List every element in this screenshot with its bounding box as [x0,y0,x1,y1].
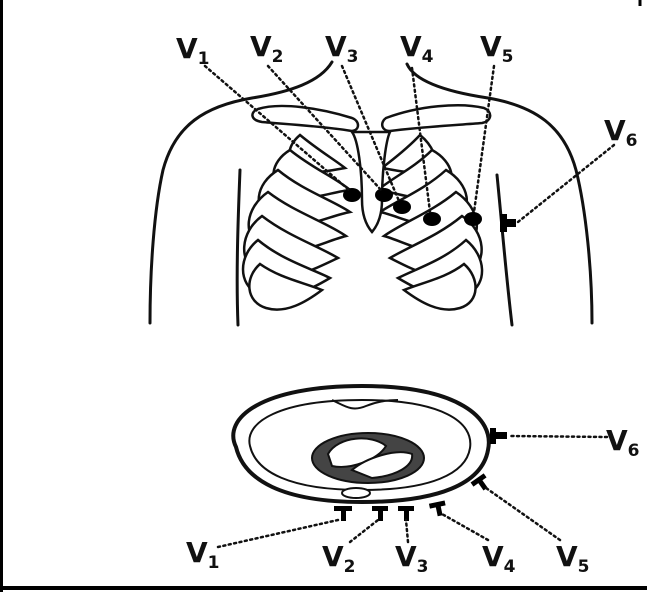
top-label-v2: V2 [250,30,284,67]
electrode-v1 [343,188,361,202]
section-electrode-v6 [490,428,507,444]
bottom-label-v3: V3 [395,540,429,577]
electrode-v4 [423,212,441,226]
electrode-v2 [375,188,393,202]
top-label-v5: V5 [480,30,514,67]
sternum-section [342,488,370,498]
cross-section [233,386,489,502]
section-electrode-v2 [372,506,388,521]
bottom-label-v2: V2 [322,540,356,577]
bottom-label-v4: V4 [482,540,516,577]
top-labels: V1 V2 V3 V4 V5 V6 [176,30,638,151]
section-electrode-v3 [398,506,414,521]
bottom-label-v1: V1 [186,536,220,573]
ribcage-left [243,135,350,310]
bottom-label-v5: V5 [556,540,590,577]
electrode-v5 [464,212,482,226]
bottom-label-v6: V6 [606,424,640,461]
section-electrode-v1 [334,506,352,521]
top-label-v3: V3 [325,30,359,67]
clavicles [252,105,490,131]
electrode-v6 [500,214,516,232]
top-label-v4: V4 [400,30,434,67]
top-label-v1: V1 [176,32,210,69]
sternum [352,132,390,232]
electrode-v3 [393,200,411,214]
top-label-v6: V6 [604,114,638,151]
